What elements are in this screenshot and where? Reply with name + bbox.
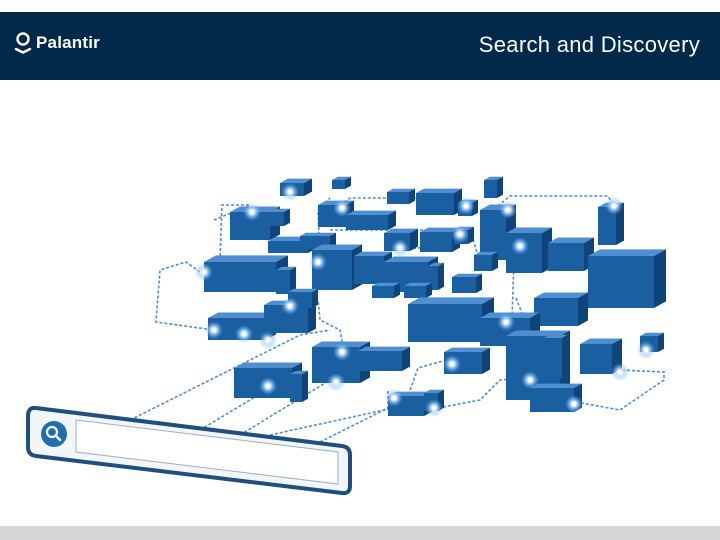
connector-line [317,299,345,353]
search-bar[interactable] [26,405,352,496]
data-block [548,237,594,271]
connector-line [239,379,331,436]
node-glow [259,331,277,349]
data-block [358,346,410,371]
data-block [290,370,308,402]
palantir-logo: Palantir [14,31,100,55]
node-glow [205,321,223,339]
node-glow [605,197,623,215]
node-glow [327,373,345,391]
node-glows [195,183,655,417]
node-glow [521,371,539,389]
connector-line [129,329,331,421]
node-glow [457,197,475,215]
data-block [276,266,296,294]
node-glow [195,263,213,281]
footer-bar [0,526,720,540]
node-glow [243,203,261,221]
node-glow [451,225,469,243]
data-block [452,273,482,293]
connector-line [199,387,271,431]
data-block [544,334,568,378]
node-glow [385,389,403,407]
data-block [428,262,444,290]
logo-text: Palantir [36,33,100,52]
node-glow [235,325,253,343]
node-glow [333,343,351,361]
data-block [204,255,288,292]
data-block [404,282,432,298]
search-discovery-illustration [26,176,666,496]
node-glow [611,363,629,381]
node-glow [637,341,655,359]
data-block [474,251,498,271]
node-glow [425,399,443,417]
node-glow [281,297,299,315]
data-block [416,188,462,215]
connector-line [155,261,215,331]
page-title: Search and Discovery [478,32,700,57]
node-glow [309,253,327,271]
node-glow [259,377,277,395]
connector-line [213,204,251,261]
data-block [534,292,588,326]
top-margin [0,0,720,12]
connector-line [497,195,615,207]
node-glow [565,395,583,413]
node-glow [333,199,351,217]
data-block [484,176,503,198]
slide-header: Palantir Search and Discovery [0,12,720,80]
node-glow [497,313,515,331]
data-block [588,249,666,308]
data-block [288,288,318,308]
search-icon[interactable] [41,421,67,447]
node-glow [511,237,529,255]
node-glow [391,239,409,257]
connector-line [409,359,447,391]
node-glow [499,201,517,219]
connector-line [511,247,521,319]
data-block [372,282,400,298]
data-block [270,208,290,226]
data-block [346,210,396,230]
node-glow [281,183,299,201]
node-glow [443,355,461,373]
data-block [332,176,351,189]
search-input[interactable] [75,419,339,485]
connector-line [575,369,665,411]
data-block [387,188,415,204]
palantir-logo-icon [14,32,32,54]
